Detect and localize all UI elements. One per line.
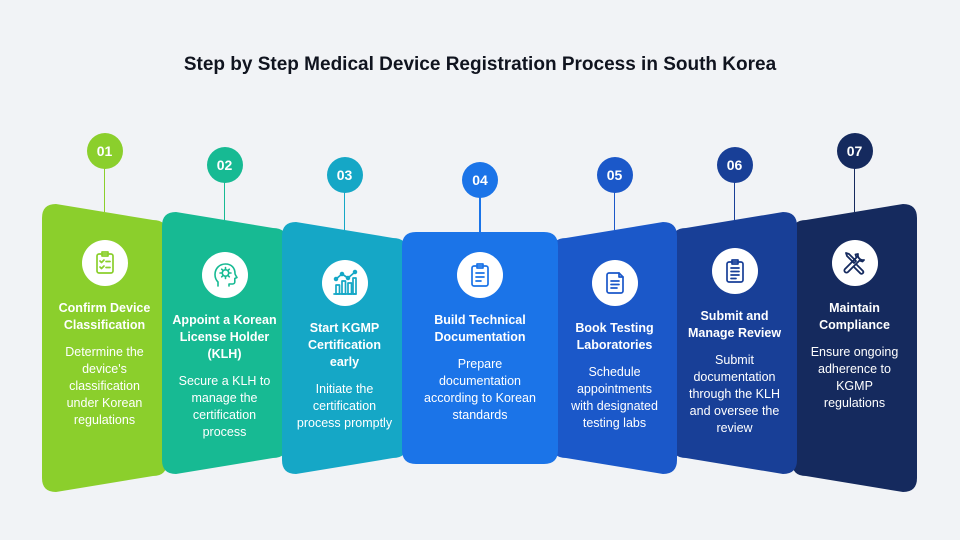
document-icon <box>591 260 638 306</box>
step-description: Submit documentation through the KLH and… <box>688 353 781 435</box>
page-title: Step by Step Medical Device Registration… <box>183 54 777 75</box>
step-title: Book Testing Laboratories <box>575 321 654 352</box>
step-description: Secure a KLH to manage the certification… <box>178 374 271 439</box>
step-number-badge: 05 <box>596 157 633 193</box>
connector-line <box>613 175 616 230</box>
step-number-badge: 07 <box>836 133 873 169</box>
step-number-badge: 03 <box>326 157 363 193</box>
step-description: Determine the device's classification un… <box>65 345 144 427</box>
connector-line <box>103 151 106 212</box>
step-shape <box>162 212 287 474</box>
step-number-badge: 06 <box>716 147 753 183</box>
step-shape <box>42 204 167 492</box>
step-shape <box>792 204 917 492</box>
step-title: Build Technical Documentation <box>434 313 526 344</box>
step-title: Confirm Device Classification <box>58 301 151 332</box>
step-title: Appoint a Korean License Holder (KLH) <box>172 313 277 361</box>
step-description: Schedule appointments with designated te… <box>571 365 658 430</box>
step-description: Ensure ongoing adherence to KGMP regulat… <box>810 345 899 410</box>
step-shape <box>552 222 677 474</box>
checklist-icon <box>81 240 128 286</box>
step-shape <box>672 212 797 474</box>
connector-line <box>343 175 346 230</box>
connector-line <box>479 180 481 232</box>
tools-icon <box>831 240 878 286</box>
clipboard-list-icon <box>711 248 758 294</box>
step-shape <box>282 222 407 474</box>
clipboard-icon <box>457 252 503 298</box>
step-title: Submit and Manage Review <box>687 309 782 340</box>
step-card-02: Appoint a Korean License Holder (KLH) Sec… <box>162 212 287 474</box>
step-title: Start KGMP Certification early <box>308 321 381 369</box>
step-number-badge: 02 <box>206 147 243 183</box>
bar-chart-icon <box>321 260 368 306</box>
head-gear-icon <box>201 252 248 298</box>
step-shape <box>402 232 558 464</box>
connector-line <box>223 165 226 220</box>
step-description: Initiate the certification process promp… <box>296 382 393 430</box>
step-description: Prepare documentation according to Korea… <box>424 357 536 422</box>
connector-line <box>853 151 856 212</box>
step-title: Maintain Compliance <box>819 301 890 332</box>
step-number-badge: 01 <box>86 133 123 169</box>
connector-line <box>733 165 736 220</box>
step-number-badge: 04 <box>462 162 498 198</box>
